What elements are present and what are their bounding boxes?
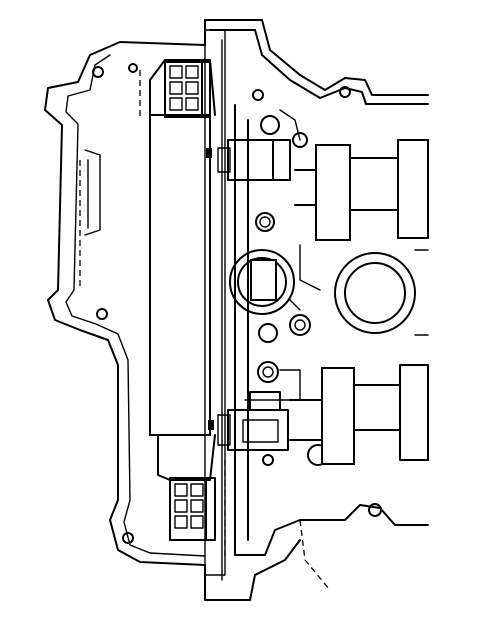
head-bolt-hole-1 xyxy=(252,89,264,101)
head-bolt-hole-3 xyxy=(339,86,351,98)
timing-cover xyxy=(44,19,429,601)
camshaft-lower xyxy=(208,364,429,465)
timing-chain-bottom xyxy=(169,477,216,541)
upper-plug xyxy=(260,115,280,135)
bore-mid xyxy=(258,323,278,343)
chain-guide xyxy=(149,29,226,581)
bolt-hole-mid-left xyxy=(96,308,108,320)
timing-chain-top xyxy=(164,61,211,118)
bore-lower xyxy=(257,361,279,383)
bolt-hole-top-left xyxy=(92,66,104,78)
bore-upper xyxy=(255,212,275,232)
camshaft-upper xyxy=(206,139,429,241)
bolt-hole-top xyxy=(128,63,138,73)
head-bolt-hole-2 xyxy=(292,132,308,148)
cylinder-head xyxy=(234,86,429,591)
detail-lines xyxy=(224,244,429,560)
camshaft-sprocket-intake xyxy=(229,249,295,315)
small-hole xyxy=(262,454,274,466)
head-bolt-hole-4 xyxy=(368,503,382,517)
camshaft-sprocket-exhaust xyxy=(334,252,416,334)
bore-mid-right xyxy=(289,314,311,336)
bolt-hole-bottom-left xyxy=(122,532,134,544)
